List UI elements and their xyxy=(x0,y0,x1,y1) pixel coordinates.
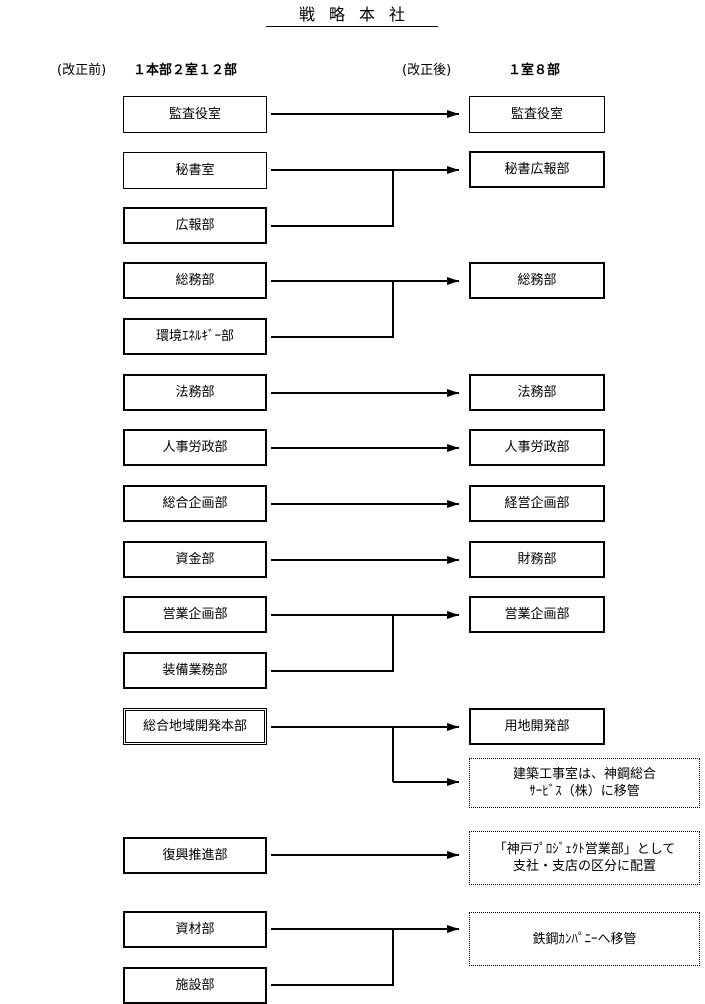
merge-kankyou xyxy=(271,281,394,338)
after-box-houmu: 法務部 xyxy=(469,374,605,411)
before-label: (改正前) xyxy=(57,63,107,78)
after-label: (改正後) xyxy=(402,63,452,78)
before-box-shizai: 資材部 xyxy=(123,911,267,948)
after-box-hisho-kouhou: 秘書広報部 xyxy=(469,151,605,188)
merge-soubi xyxy=(271,615,394,672)
before-box-jinji: 人事労政部 xyxy=(123,429,267,466)
after-box-youchi: 用地開発部 xyxy=(469,708,605,745)
before-box-kansa: 監査役室 xyxy=(123,96,267,133)
before-summary: １本部２室１２部 xyxy=(133,63,238,78)
note-tekkou: 鉄鋼ｶﾝﾊﾟﾆｰへ移管 xyxy=(469,912,700,966)
merge-shisetsu xyxy=(271,929,394,986)
before-box-houmu: 法務部 xyxy=(123,374,267,411)
before-box-eigyou-kikaku: 営業企画部 xyxy=(123,596,267,633)
after-box-eigyou-kikaku: 営業企画部 xyxy=(469,596,605,633)
before-box-hisho: 秘書室 xyxy=(123,152,267,189)
page-title: 戦略本社 xyxy=(266,4,438,27)
after-box-keiei-kikaku: 経営企画部 xyxy=(469,485,605,522)
before-box-soumu: 総務部 xyxy=(123,262,267,299)
before-box-kouhou: 広報部 xyxy=(123,207,267,244)
before-box-soubi: 装備業務部 xyxy=(123,652,267,689)
note-kenchiku: 建築工事室は、神鋼総合 ｻｰﾋﾞｽ（株）に移管 xyxy=(469,758,700,808)
merge-kouhou xyxy=(271,170,394,227)
after-box-soumu: 総務部 xyxy=(469,262,605,299)
after-box-kansa: 監査役室 xyxy=(469,96,605,133)
before-box-chiiki: 総合地域開発本部 xyxy=(123,708,267,745)
before-box-shisetsu: 施設部 xyxy=(123,967,267,1004)
before-box-shikin: 資金部 xyxy=(123,541,267,578)
after-box-jinji: 人事労政部 xyxy=(469,429,605,466)
after-summary: １室８部 xyxy=(508,63,561,78)
after-box-zaimu: 財務部 xyxy=(469,541,605,578)
before-box-fukkou: 復興推進部 xyxy=(123,837,267,874)
before-box-sougou-kikaku: 総合企画部 xyxy=(123,485,267,522)
before-box-kankyou: 環境ｴﾈﾙｷﾞｰ部 xyxy=(123,318,267,355)
note-kobe-project: 「神戸ﾌﾟﾛｼﾞｪｸﾄ営業部」として 支社・支店の区分に配置 xyxy=(469,831,700,885)
